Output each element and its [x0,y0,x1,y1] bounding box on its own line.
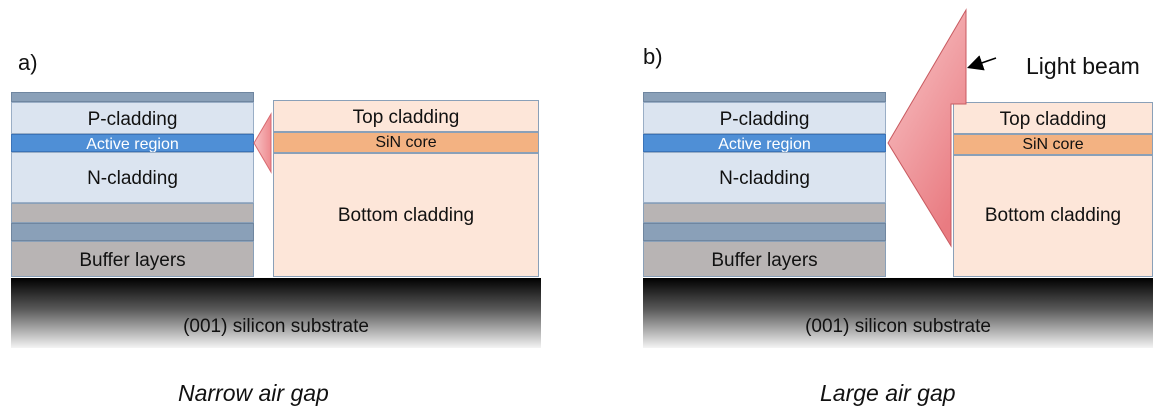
bottom-cladding-label: Bottom cladding [984,205,1122,226]
sin-core-layer: SiN core [953,134,1153,155]
sin-core-label: SiN core [1022,136,1084,153]
substrate-b-label: (001) silicon substrate [805,316,991,337]
substrate-a-label: (001) silicon substrate [183,316,369,337]
n-cladding-label: N-cladding [719,168,810,189]
gray-layer [643,203,886,223]
top-cladding-label: Top cladding [352,107,460,128]
buffer-layers: Buffer layers [11,241,254,277]
substrate-a: (001) silicon substrate [11,278,541,348]
top-cladding-label: Top cladding [999,109,1107,130]
p-cladding-layer: P-cladding [643,102,886,134]
light-cone-a [253,112,272,174]
panel-a: a) P-cladding Active region N-cladding B… [0,0,586,412]
sin-core-layer: SiN core [273,132,539,153]
substrate-b: (001) silicon substrate [643,278,1153,348]
light-cone-b [887,8,997,248]
light-beam-label: Light beam [1026,53,1140,79]
n-cladding-layer: N-cladding [643,152,886,203]
active-region-label: Active region [86,136,179,153]
blue-layer [643,223,886,241]
top-contact-layer [643,92,886,102]
sin-core-label: SiN core [375,134,437,151]
caption-a: Narrow air gap [178,380,329,406]
buffer-layers-label: Buffer layers [711,250,818,271]
caption-b: Large air gap [820,380,956,406]
active-region-layer: Active region [11,134,254,153]
bottom-cladding-layer: Bottom cladding [273,153,539,277]
panel-a-tag: a) [18,50,38,75]
top-contact-layer [11,92,254,102]
blue-layer [11,223,254,241]
n-cladding-layer: N-cladding [11,152,254,203]
top-cladding-layer: Top cladding [953,102,1153,134]
p-cladding-layer: P-cladding [11,102,254,134]
beam-arrow [966,55,997,71]
p-cladding-label: P-cladding [87,109,178,130]
n-cladding-label: N-cladding [87,168,178,189]
panel-b-tag: b) [643,44,663,69]
bottom-cladding-layer: Bottom cladding [953,155,1153,277]
gray-layer [11,203,254,223]
p-cladding-label: P-cladding [719,109,810,130]
buffer-layers-label: Buffer layers [79,250,186,271]
bottom-cladding-label: Bottom cladding [337,205,475,226]
active-region-layer: Active region [643,134,886,153]
panel-b: b) P-cladding Active region N-cladding B… [586,0,1172,412]
buffer-layers: Buffer layers [643,241,886,277]
top-cladding-layer: Top cladding [273,100,539,132]
active-region-label: Active region [718,136,811,153]
